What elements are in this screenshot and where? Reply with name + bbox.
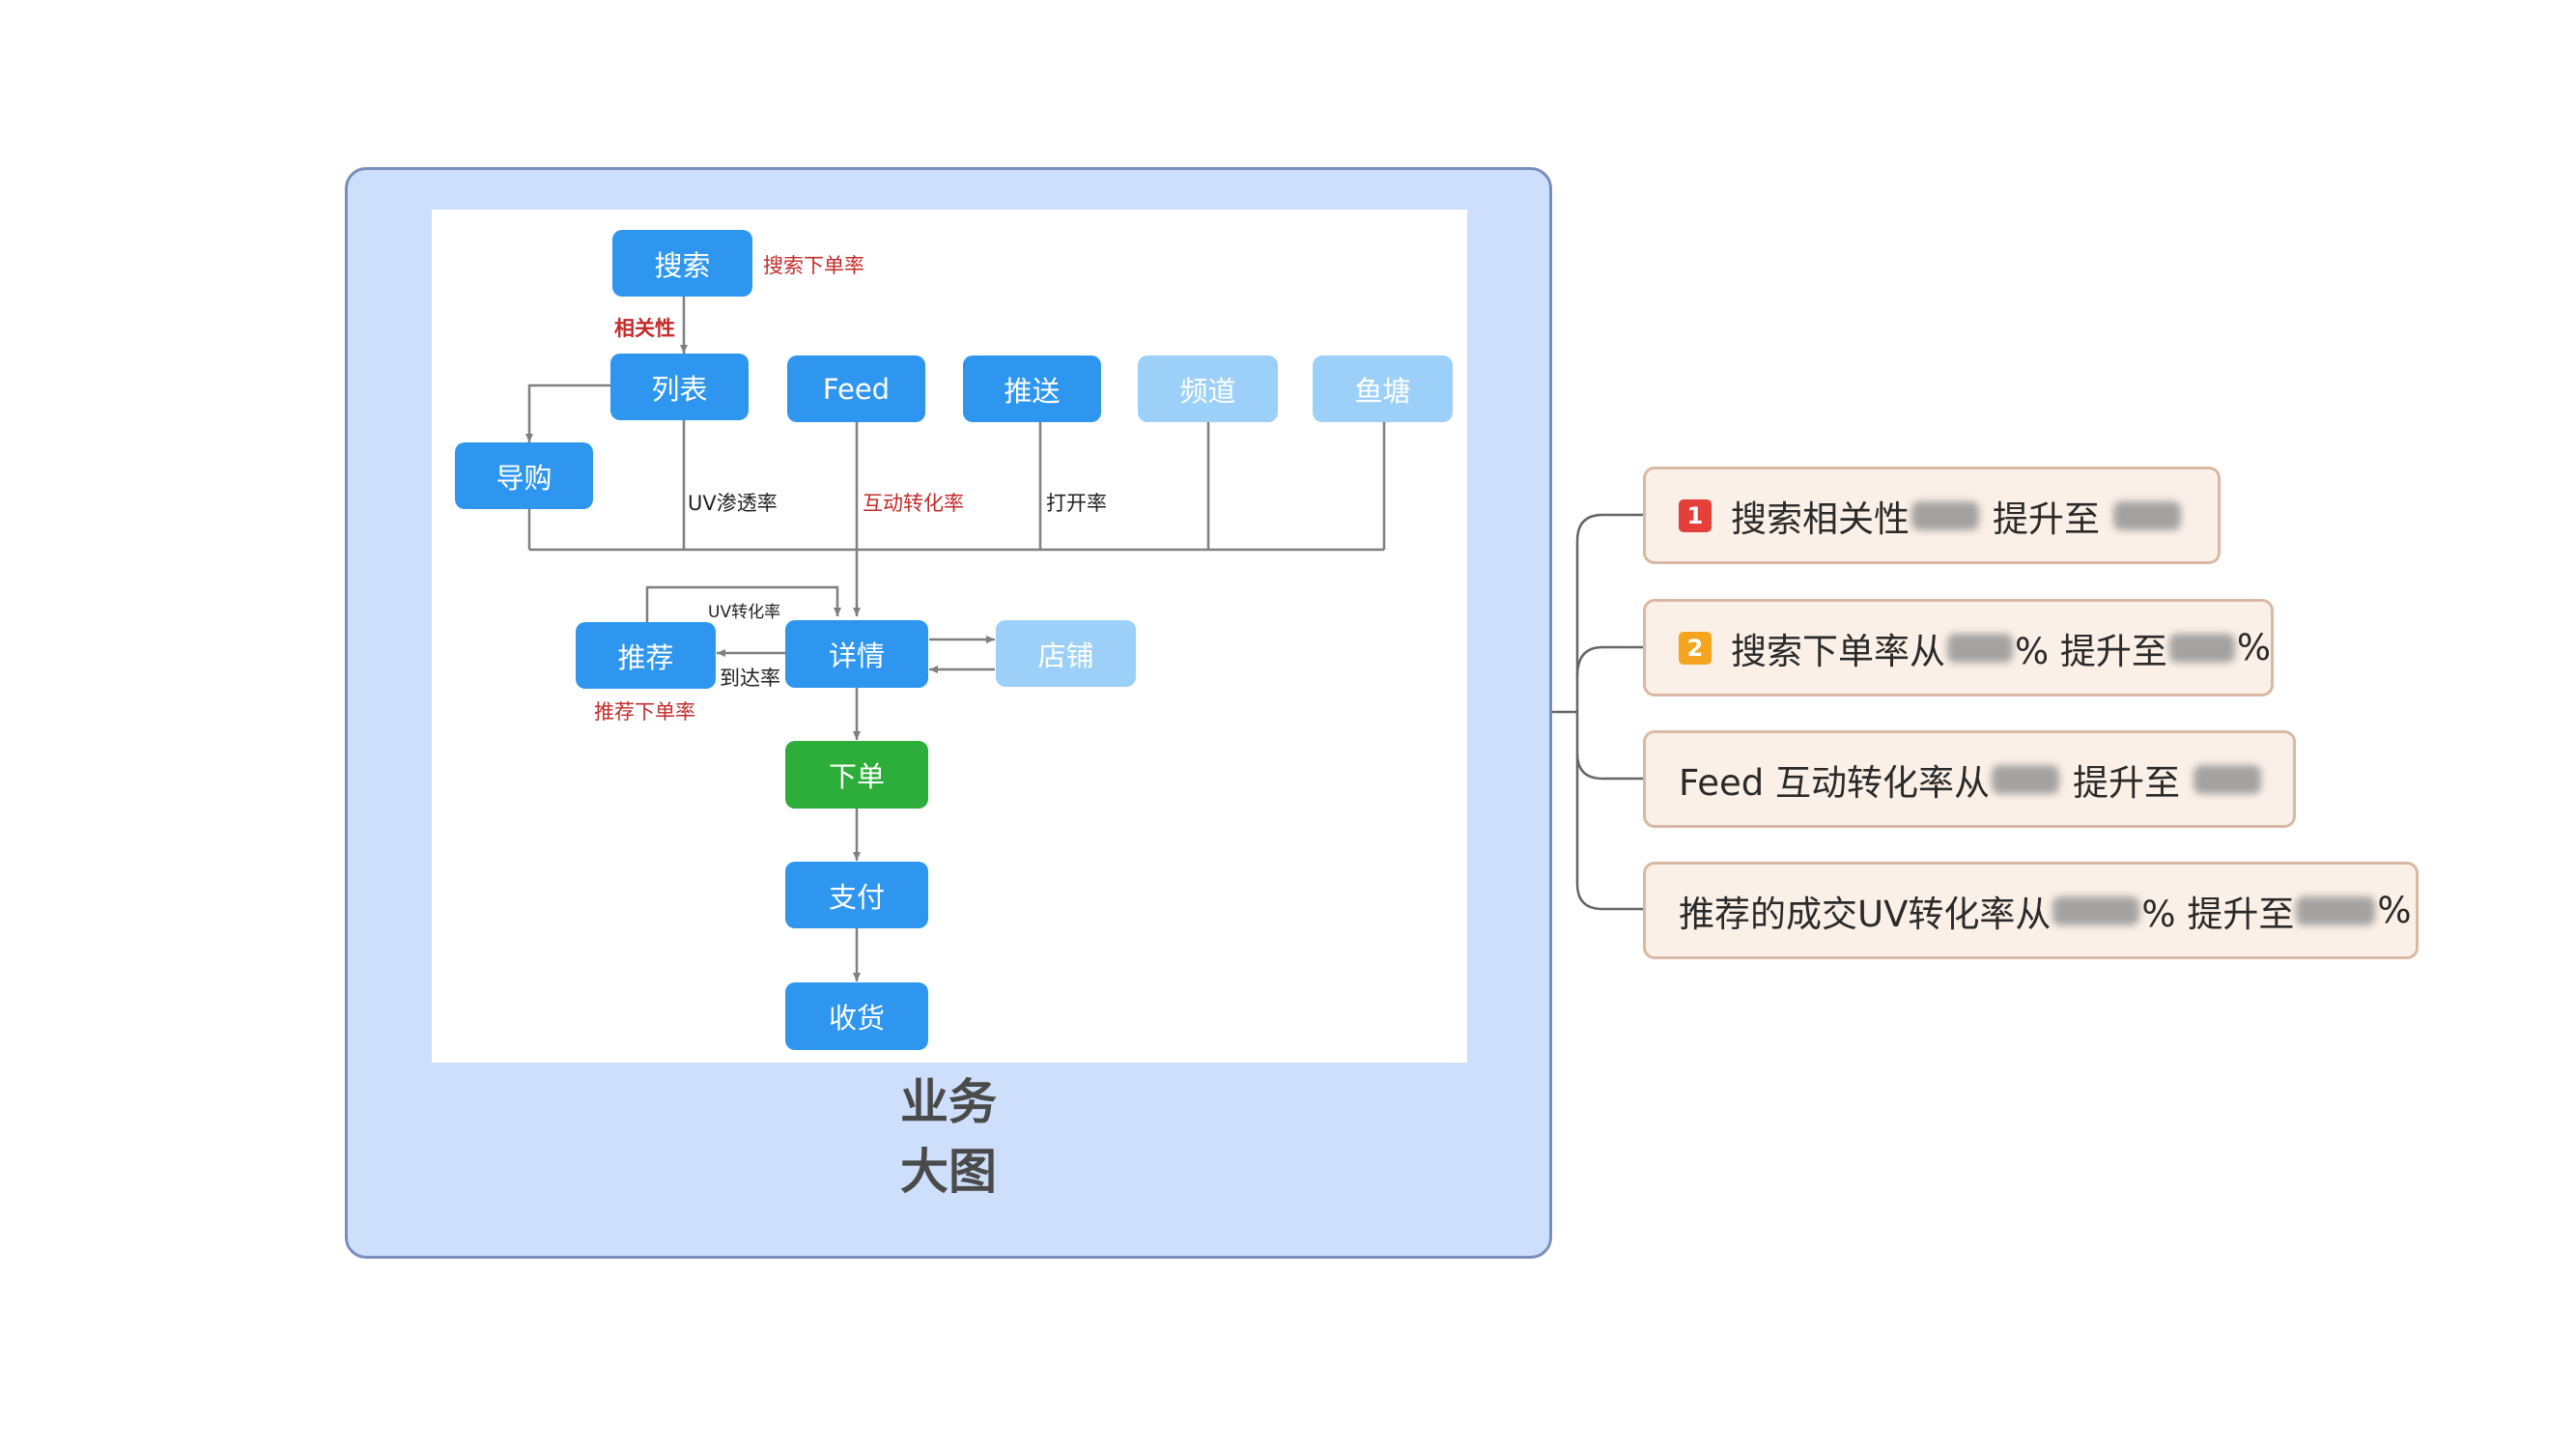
- subtopic-2-text-c: %: [2236, 627, 2271, 668]
- node-push: 推送: [963, 355, 1101, 422]
- label-search-order-rate: 搜索下单率: [763, 254, 864, 277]
- subtopic-4[interactable]: 推荐的成交UV转化率从 % 提升至 %: [1643, 862, 2419, 959]
- label-recommend-order-rate: 推荐下单率: [594, 700, 695, 724]
- subtopic-1-text-a: 搜索相关性: [1731, 497, 1910, 540]
- node-list: 列表: [610, 354, 749, 420]
- central-topic-title: 业务 大图: [345, 1067, 1552, 1207]
- node-feed: Feed: [787, 355, 925, 422]
- subtopic-4-text-c: %: [2377, 890, 2412, 931]
- subtopic-3-text-b: 提升至: [2073, 761, 2181, 804]
- node-recommend: 推荐: [576, 622, 716, 689]
- central-title-line1: 业务: [900, 1074, 997, 1130]
- label-open-rate: 打开率: [1046, 492, 1107, 515]
- label-uv-conversion: UV转化率: [708, 603, 781, 622]
- redacted-value: [2194, 764, 2262, 794]
- priority-2-icon: 2: [1679, 631, 1712, 665]
- redacted-value: [2052, 895, 2140, 925]
- node-guide: 导购: [455, 442, 593, 509]
- subtopic-3-text-a: Feed 互动转化率从: [1679, 761, 1991, 804]
- subtopic-4-text-a: 推荐的成交UV转化率从: [1679, 893, 2052, 935]
- label-uv-penetration: UV渗透率: [688, 492, 778, 515]
- subtopic-1-text-b: 提升至: [1993, 497, 2100, 540]
- redacted-value: [2168, 633, 2235, 663]
- subtopic-1[interactable]: 1 搜索相关性 提升至: [1643, 467, 2221, 564]
- subtopic-3[interactable]: Feed 互动转化率从 提升至: [1643, 730, 2296, 828]
- label-reach-rate: 到达率: [720, 667, 780, 690]
- label-interaction-conversion: 互动转化率: [863, 492, 964, 515]
- priority-1-icon: 1: [1679, 498, 1712, 532]
- redacted-value: [2113, 500, 2181, 530]
- redacted-value: [1911, 500, 1979, 530]
- node-detail: 详情: [785, 620, 928, 688]
- node-pay: 支付: [785, 862, 928, 928]
- node-shop: 店铺: [996, 620, 1136, 687]
- subtopic-2-text-a: 搜索下单率从: [1731, 630, 1945, 672]
- redacted-value: [1992, 764, 2060, 794]
- redacted-value: [1947, 633, 2013, 663]
- node-receive: 收货: [785, 982, 928, 1050]
- subtopic-2-text-b: % 提升至: [2014, 630, 2167, 672]
- subtopic-4-text-b: % 提升至: [2141, 893, 2295, 935]
- central-title-line2: 大图: [900, 1144, 997, 1200]
- subtopic-2[interactable]: 2 搜索下单率从 % 提升至 %: [1643, 599, 2274, 696]
- redacted-value: [2296, 895, 2376, 925]
- node-channel: 频道: [1138, 355, 1278, 422]
- node-order: 下单: [785, 741, 928, 809]
- node-fishpond: 鱼塘: [1313, 355, 1453, 422]
- node-search: 搜索: [612, 230, 752, 297]
- label-relevance: 相关性: [614, 317, 675, 340]
